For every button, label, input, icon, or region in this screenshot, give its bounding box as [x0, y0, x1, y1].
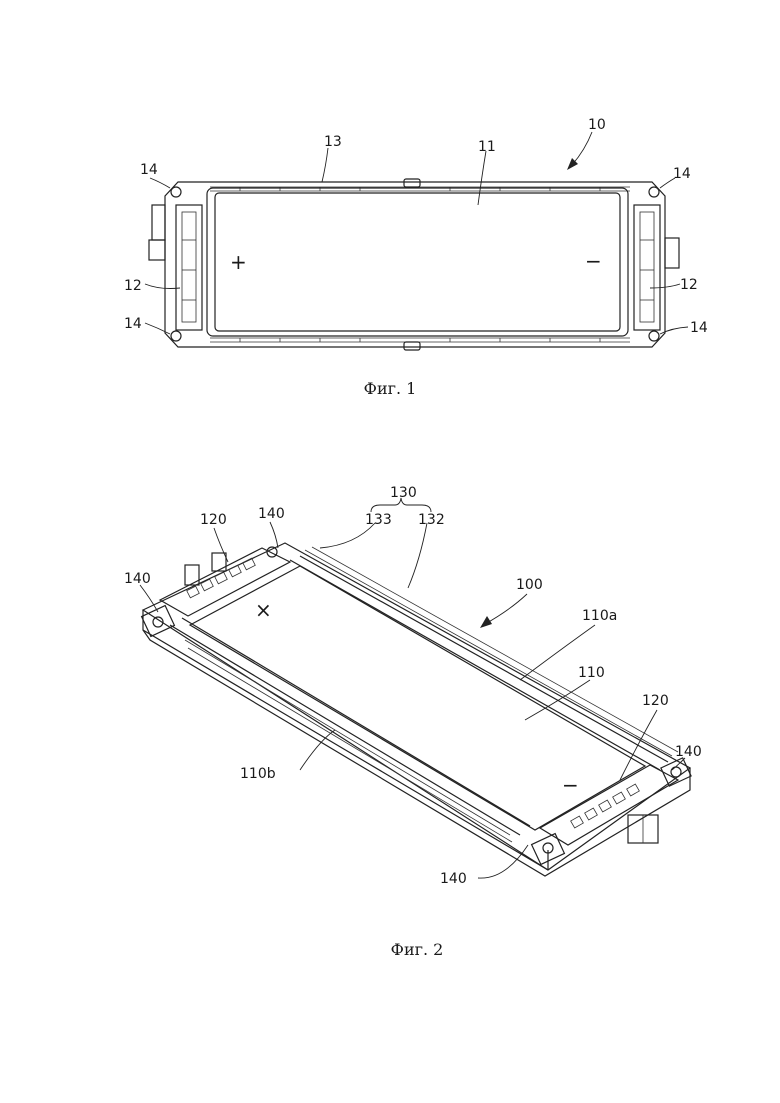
- label-14-tl: 14: [140, 162, 158, 178]
- label-14-tr: 14: [673, 166, 691, 182]
- label-12-left: 12: [124, 278, 142, 294]
- label-120-left: 120: [200, 512, 227, 528]
- corner-hole-right: [671, 767, 681, 777]
- figure-2-caption: Фиг. 2: [391, 940, 444, 959]
- figure-1-caption: Фиг. 1: [364, 379, 417, 398]
- connector-left: [185, 565, 199, 585]
- terminal-minus-sign: −: [585, 249, 602, 273]
- cell-body: [207, 188, 628, 336]
- connector-right: [665, 238, 679, 268]
- label-110b: 110b: [240, 766, 276, 782]
- corner-hole-tr: [649, 187, 659, 197]
- label-140-bottom: 140: [440, 871, 467, 887]
- figure-2: × − 130 133 132 120 140 140 100 110a 110…: [124, 485, 702, 959]
- label-14-br: 14: [690, 320, 708, 336]
- corner-hole-bl: [171, 331, 181, 341]
- label-130: 130: [390, 485, 417, 501]
- label-110: 110: [578, 665, 605, 681]
- end-plate-left: [176, 205, 202, 330]
- label-140-right: 140: [675, 744, 702, 760]
- corner-hole-tl: [171, 187, 181, 197]
- terminal-plus-sign: +: [230, 250, 247, 274]
- label-12-right: 12: [680, 277, 698, 293]
- connector-left: [152, 205, 165, 240]
- label-110a: 110a: [582, 608, 617, 624]
- label-100: 100: [516, 577, 543, 593]
- label-14-bl: 14: [124, 316, 142, 332]
- label-140-topleft: 140: [258, 506, 285, 522]
- label-140-left: 140: [124, 571, 151, 587]
- corner-hole-br: [649, 331, 659, 341]
- end-plate-right: [634, 205, 660, 330]
- terminal-plus-sign: ×: [255, 598, 272, 622]
- label-132: 132: [418, 512, 445, 528]
- figure-1: + − 10 13 11 14 14 12 12 14 14 Фиг. 1: [124, 117, 708, 398]
- label-10: 10: [588, 117, 606, 133]
- label-120-right: 120: [642, 693, 669, 709]
- end-plate-right: [540, 765, 678, 845]
- terminal-minus-sign: −: [562, 773, 579, 797]
- label-133: 133: [365, 512, 392, 528]
- label-13: 13: [324, 134, 342, 150]
- label-11: 11: [478, 139, 496, 155]
